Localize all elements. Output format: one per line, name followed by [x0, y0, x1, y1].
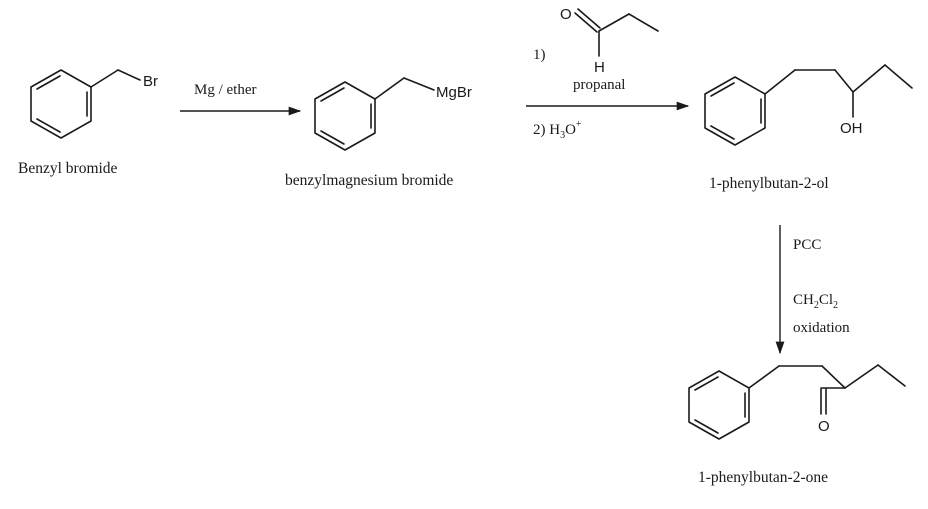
bromine-atom-label: Br — [143, 73, 158, 90]
phenylbutanone-name: 1-phenylbutan-2-one — [698, 469, 828, 486]
step2-label-1: 1) — [533, 47, 546, 63]
phenylbutanol-name: 1-phenylbutan-2-ol — [709, 175, 829, 192]
step3-solvent: CH2Cl2 — [793, 292, 838, 311]
propanal-structure: O H — [560, 6, 659, 76]
benzylmagnesium-bromide-structure: MgBr — [314, 77, 472, 151]
benzyl-bromide-structure: Br — [30, 69, 158, 139]
benzyl-bromide-name: Benzyl bromide — [18, 160, 118, 177]
propanal-name: propanal — [573, 77, 625, 93]
step3-type: oxidation — [793, 320, 850, 336]
step1-reagent: Mg / ether — [194, 82, 256, 98]
phenylbutanol-structure: OH — [704, 64, 913, 146]
step3-reagent: PCC — [793, 237, 821, 253]
ketone-oxygen-label: O — [818, 418, 830, 435]
hydroxyl-label: OH — [840, 120, 863, 137]
step2-label-2: 2) H3O+ — [533, 119, 582, 141]
phenylbutanone-structure: O — [688, 364, 906, 440]
aldehyde-hydrogen: H — [594, 59, 605, 76]
mgbr-label: MgBr — [436, 84, 472, 101]
benzylmagnesium-bromide-name: benzylmagnesium bromide — [285, 172, 453, 189]
aldehyde-oxygen: O — [560, 6, 572, 23]
